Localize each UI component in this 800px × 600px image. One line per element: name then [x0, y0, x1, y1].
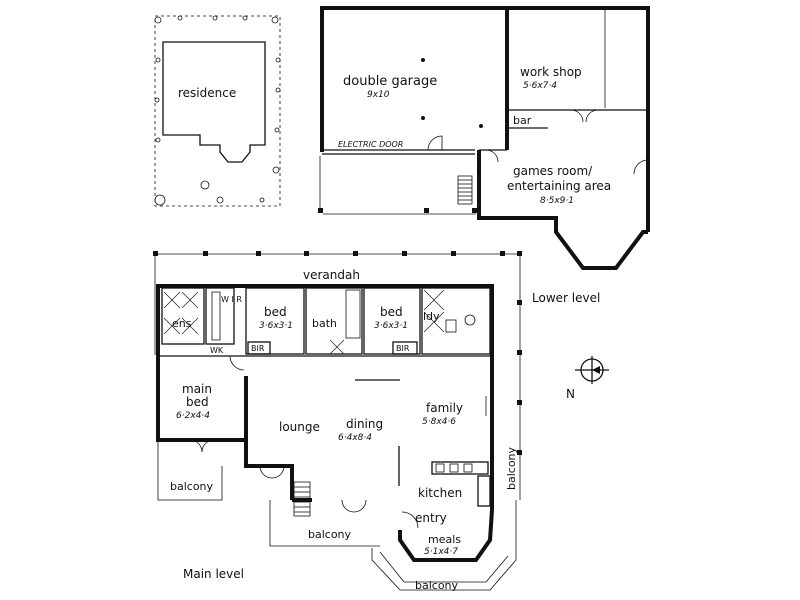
- games-room-dim: 8·5x9·1: [540, 196, 574, 206]
- kitchen-label: kitchen: [418, 486, 462, 500]
- games-room-line1: games room/: [513, 164, 593, 178]
- family-name: family: [426, 401, 463, 415]
- bir1-label: BIR: [251, 344, 265, 353]
- family-dim: 5·8x4·6: [422, 417, 456, 427]
- balcony-left: balcony: [170, 480, 214, 493]
- lower-level-plan: double garage 9x10 ELECTRIC DOOR work sh…: [318, 6, 650, 305]
- ens-label: ens: [172, 317, 192, 330]
- balcony-right: balcony: [505, 446, 518, 490]
- bed3-name: bed: [380, 305, 403, 319]
- bath-label: bath: [312, 317, 337, 330]
- meals-dim: 5·1x4·7: [424, 547, 458, 557]
- site-plan: residence: [154, 15, 281, 207]
- residence-label: residence: [178, 86, 236, 100]
- compass-icon: [575, 356, 609, 384]
- dining-dim: 6·4x8·4: [338, 433, 372, 443]
- main-bed-name1: main: [182, 382, 212, 396]
- north-label: N: [566, 387, 575, 401]
- electric-door-label: ELECTRIC DOOR: [338, 140, 403, 149]
- garage-name: double garage: [343, 74, 437, 89]
- verandah-label: verandah: [303, 268, 360, 282]
- balcony-mid: balcony: [308, 528, 352, 541]
- wir-label: W I R: [221, 295, 242, 304]
- meals-name: meals: [428, 533, 461, 546]
- bed2-dim: 3·6x3·1: [259, 321, 293, 331]
- wk-label: WK: [210, 346, 224, 355]
- main-bed-name2: bed: [186, 395, 209, 409]
- entry-label: entry: [415, 511, 447, 525]
- ldy-label: ldy: [423, 310, 440, 323]
- main-level-plan: verandah ens W I R bed 3·6x3·1 BIR bath: [153, 251, 522, 592]
- lounge-label: lounge: [279, 420, 320, 434]
- main-bed-dim: 6·2x4·4: [176, 411, 210, 421]
- bed2-name: bed: [264, 305, 287, 319]
- workshop-dim: 5·6x7·4: [523, 81, 557, 91]
- balcony-bottom: balcony: [415, 579, 459, 592]
- garage-dim: 9x10: [367, 90, 390, 100]
- bir2-label: BIR: [396, 344, 410, 353]
- bed3-dim: 3·6x3·1: [374, 321, 408, 331]
- games-room-line2: entertaining area: [507, 179, 611, 193]
- main-level-title: Main level: [183, 567, 244, 581]
- workshop-name: work shop: [520, 65, 582, 79]
- bar-label: bar: [513, 114, 532, 127]
- lower-level-title: Lower level: [532, 291, 600, 305]
- dining-name: dining: [346, 417, 383, 431]
